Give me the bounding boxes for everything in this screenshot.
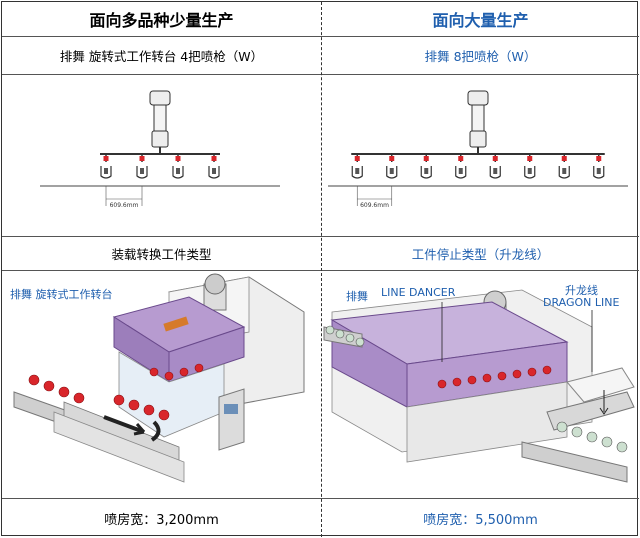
gun-holder [172,166,184,179]
line-dancer-booth-illustration [323,289,635,483]
left-footer: 喷房宽：3,200mm [104,512,219,528]
right-header: 面向大量生产 [432,11,529,30]
spray-gun-icon [561,156,567,161]
turntable-booth-illustration [13,273,305,483]
left-section-title: 装载转换工件类型 [111,247,212,262]
gun-holder [420,166,432,179]
gun-holder [558,166,570,179]
gun-holder [351,166,363,179]
robot-head [467,90,489,106]
right-section-title: 工件停止类型（升龙线） [411,247,550,262]
gun-holder [386,166,398,179]
robot-arm [471,104,485,132]
right-robot-diagram: 609.6mm [328,90,628,209]
right-subtitle: 排舞 8把喷枪（W） [424,49,537,64]
dimension-label: 609.6mm [110,202,139,209]
gun-holder [455,166,467,179]
gun-holder [524,166,536,179]
spray-gun-icon [103,156,109,161]
left-robot-diagram: 609.6mm [40,90,280,209]
spray-gun-icon [389,156,395,161]
gun-holder [489,166,501,179]
gun-holder [100,166,112,179]
gun-holder [208,166,220,179]
gun-holder [593,166,605,179]
spray-gun-icon [527,156,533,161]
spray-gun-icon [596,156,602,161]
spray-gun-icon [492,156,498,161]
robot-joint [151,130,169,148]
paidui-label: 排舞 [346,290,368,303]
left-header: 面向多品种少量生产 [89,11,234,30]
robot-arm [153,104,167,132]
robot-head [149,90,171,106]
spray-gun-icon [458,156,464,161]
line-dancer-label: LINE DANCER [381,286,456,299]
robot-joint [469,130,487,148]
right-footer: 喷房宽：5,500mm [423,512,538,528]
shenglong-label: 升龙线 [565,284,598,297]
spray-gun-icon [175,156,181,161]
spray-gun-icon [354,156,360,161]
spray-gun-icon [139,156,145,161]
spray-gun-icon [423,156,429,161]
left-subtitle: 排舞 旋转式工作转台 4把喷枪（W） [59,49,264,64]
spray-gun-icon [211,156,217,161]
gun-holder [136,166,148,179]
turntable-label: 排舞 旋转式工作转台 [10,288,113,301]
dragon-line-label: DRAGON LINE [543,296,620,309]
dimension-label: 609.6mm [360,202,389,209]
